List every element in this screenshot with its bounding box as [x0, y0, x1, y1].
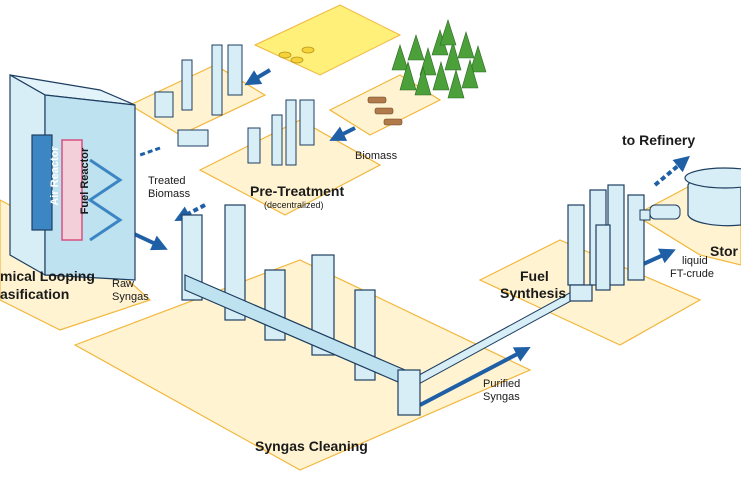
platform-preprocessing: [128, 64, 267, 136]
fuel-synthesis-columns: [567, 184, 645, 302]
label-chemical-looping-line1: mical Looping: [0, 268, 95, 284]
preprocessing-unit: [154, 44, 243, 147]
storage-tank: [684, 167, 741, 227]
label-chemical-looping-line2: asification: [0, 286, 70, 302]
label-fuel-synthesis-line1: Fuel: [520, 268, 549, 284]
label-liquid-line1: liquid: [682, 255, 708, 267]
arrow-purified-syngas: [419, 347, 531, 407]
hay-bales: [278, 46, 315, 64]
label-fuel-reactor: Fuel Reactor: [79, 147, 91, 215]
label-ft-crude-line2: FT-crude: [670, 268, 715, 280]
label-syngas-cleaning: Syngas Cleaning: [255, 438, 368, 454]
label-storage: Stor: [710, 243, 738, 259]
label-fuel-synthesis-line2: Synthesis: [500, 285, 567, 301]
cleaning-columns: [181, 204, 421, 416]
label-air-reactor: Air Reactor: [49, 146, 61, 206]
gasifier-unit: [9, 73, 136, 281]
tanker-truck: [639, 204, 681, 221]
arrow-biomass-to-pretreat: [329, 126, 356, 141]
pretreatment-unit: [247, 99, 315, 166]
label-treated-biomass-line2: Biomass: [148, 188, 191, 200]
label-treated-biomass-line1: Treated: [148, 175, 186, 187]
arrow-field-to-preprocess: [244, 68, 272, 86]
platform-pretreatment: [198, 119, 382, 216]
label-biomass: Biomass: [355, 150, 398, 162]
label-raw-syngas-line1: Raw: [112, 278, 135, 290]
flow-arrows: [129, 68, 690, 407]
label-purified-syngas-line2: Syngas: [483, 391, 520, 403]
arrow-treated-biomass: [174, 203, 206, 221]
arrow-to-reactor-dashed: [139, 146, 161, 157]
arrow-to-refinery: [653, 155, 690, 187]
label-pre-treatment: Pre-Treatment: [250, 183, 345, 199]
log-piles: [367, 96, 403, 126]
label-to-refinery: to Refinery: [622, 132, 696, 148]
label-raw-syngas-line2: Syngas: [112, 291, 149, 303]
crop-field: [253, 4, 402, 76]
label-purified-syngas-line1: Purified: [483, 378, 521, 390]
label-decentralized: (decentralized): [264, 200, 324, 210]
forest: [391, 19, 487, 99]
